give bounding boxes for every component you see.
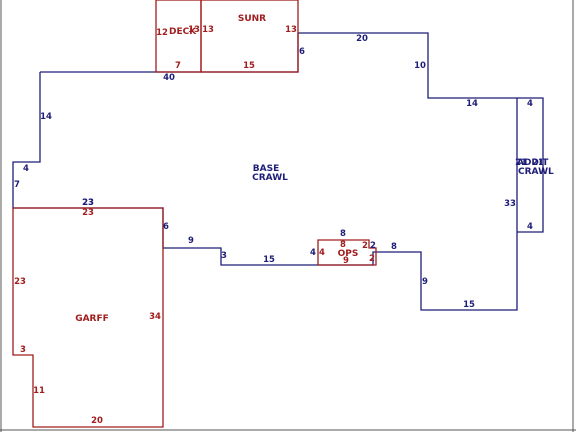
sunroom-outline: [200, 0, 299, 73]
dim-base-porch-top: 8: [340, 229, 346, 239]
dim-base-top-left: 40: [163, 73, 175, 83]
dim-base-notch: 4: [23, 164, 29, 174]
dim-base-step-small: 2: [370, 241, 376, 251]
dim-base-right-lower: 33: [504, 199, 516, 209]
dim-addition-side-b: 21: [532, 158, 544, 168]
dim-addition-top: 4: [527, 99, 533, 109]
dim-addition-bottom: 4: [527, 222, 533, 232]
base-crawl-label-1: BASE: [253, 164, 279, 174]
dim-garage-bottom: 20: [91, 416, 103, 426]
dim-garage-right: 34: [149, 312, 161, 322]
sunroom-label: SUNR: [238, 14, 266, 24]
dim-base-left-lower: 7: [14, 180, 20, 190]
dim-base-left-upper: 14: [40, 112, 52, 122]
dim-deck-right: 13: [188, 25, 200, 35]
dim-base-bottom-left: 9: [188, 236, 194, 246]
dim-garage-left: 23: [14, 277, 26, 287]
dim-base-small-drop: 3: [221, 251, 227, 261]
dim-porch-right-b: 2: [369, 254, 375, 264]
dim-base-sun-side: 6: [299, 47, 305, 57]
dim-porch-left: 4: [319, 248, 325, 258]
addition-crawl-outline: [517, 97, 544, 233]
dim-garage-top: 23: [82, 208, 94, 218]
dim-sunroom-bottom: 15: [243, 61, 255, 71]
addition-crawl-label-2: CRAWL: [518, 167, 554, 177]
dim-base-porch-left: 4: [310, 248, 316, 258]
porch-outline: [317, 239, 377, 266]
dim-garage-notch: 3: [20, 345, 26, 355]
dim-base-garage-top-blue: 23: [82, 198, 94, 208]
dim-sunroom-left: 13: [202, 25, 214, 35]
dim-base-bottom-mid: 15: [263, 255, 275, 265]
dim-porch-bottom: 9: [343, 256, 349, 266]
garage-outline: [12, 207, 164, 428]
dim-base-right-step: 9: [422, 277, 428, 287]
dim-base-right-upper: 10: [414, 61, 426, 71]
dim-deck-bottom: 7: [175, 61, 181, 71]
dim-addition-side: 21: [515, 158, 527, 168]
addition-crawl-label-1: ADDIT: [517, 158, 549, 168]
dim-base-top-of-garage: 23: [82, 198, 94, 208]
base-crawl-label-2: CRAWL: [252, 173, 288, 183]
dim-base-step-top: 8: [391, 242, 397, 252]
dim-deck-left: 12: [156, 28, 168, 38]
deck-label: DECK: [169, 27, 197, 37]
dim-base-garage-side: 6: [163, 222, 169, 232]
porch-label: OPS: [338, 249, 359, 259]
garage-label: GARFF: [75, 314, 109, 324]
dim-porch-top: 8: [340, 240, 346, 250]
dim-sunroom-right: 13: [285, 25, 297, 35]
dim-base-bottom-right: 15: [463, 300, 475, 310]
dim-garage-lower-left: 11: [33, 386, 45, 396]
dim-porch-right: 2: [362, 241, 368, 251]
dim-base-mid-right: 14: [466, 99, 478, 109]
dim-base-top-right: 20: [356, 34, 368, 44]
